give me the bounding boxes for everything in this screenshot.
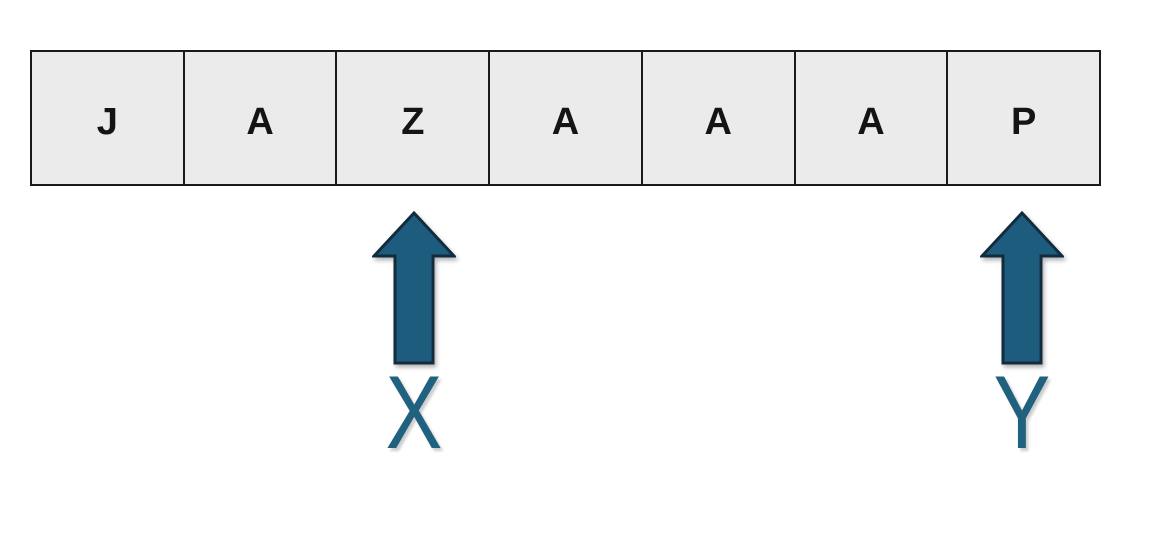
array-cell-7: P [948, 52, 1100, 184]
array-cell-5: A [642, 52, 796, 184]
array-cell-6: A [795, 52, 949, 184]
array-cell-4: A [490, 52, 643, 184]
arrow-up-shape-y [980, 211, 1064, 365]
pointer-label-y: Y [993, 355, 1051, 471]
arrow-up-icon-x [372, 211, 456, 365]
pointer-label-x: X [385, 355, 443, 471]
array-cell-1: J [32, 52, 185, 184]
arrow-up-icon-y [980, 211, 1064, 365]
arrow-up-shape-x [372, 211, 456, 365]
array-cell-2: A [184, 52, 338, 184]
array-cell-3: Z [337, 52, 491, 184]
array-row: J A Z A A A P [30, 50, 1101, 186]
